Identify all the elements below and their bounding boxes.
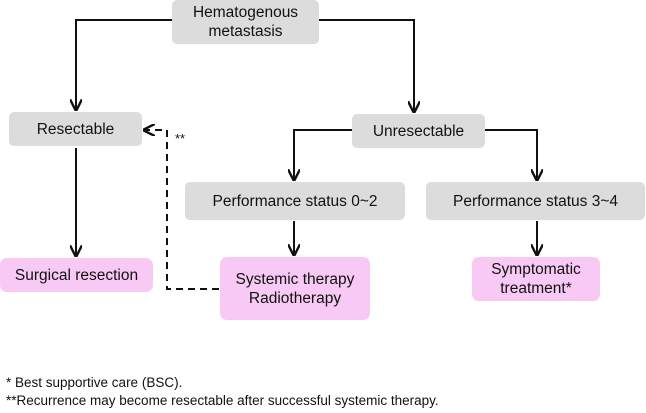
ps-3-4-label: Performance status 3~4 xyxy=(453,192,618,210)
dashed-recurrence-arrow xyxy=(144,130,219,290)
arrow-unresectable-to-ps-0-2 xyxy=(294,129,352,180)
hematogenous-metastasis-node: Hematogenous metastasis xyxy=(172,0,319,44)
surgical-resection-label: Surgical resection xyxy=(14,266,139,284)
systemic-line-1: Systemic therapy xyxy=(235,270,355,288)
systemic-therapy-node: Systemic therapy Radiotherapy xyxy=(220,257,370,320)
hematogenous-line-1: Hematogenous xyxy=(192,4,299,21)
symptomatic-treatment-node: Symptomatic treatment* xyxy=(472,257,600,301)
resectable-label: Resectable xyxy=(36,120,115,138)
unresectable-node: Unresectable xyxy=(352,114,485,148)
performance-status-0-2-node: Performance status 0~2 xyxy=(185,182,405,220)
footnote-bsc: * Best supportive care (BSC). xyxy=(6,375,183,390)
recurrence-marker: ** xyxy=(175,131,186,146)
systemic-line-2: Radiotherapy xyxy=(248,289,342,307)
surgical-resection-node: Surgical resection xyxy=(0,258,153,292)
symptomatic-line-1: Symptomatic xyxy=(491,261,581,278)
ps-0-2-label: Performance status 0~2 xyxy=(212,192,378,210)
arrow-unresectable-to-ps-3-4 xyxy=(485,129,537,180)
resectable-node: Resectable xyxy=(9,112,142,146)
unresectable-label: Unresectable xyxy=(372,122,465,140)
arrow-hematogenous-to-unresectable xyxy=(318,19,414,112)
symptomatic-line-2: treatment* xyxy=(500,280,572,297)
arrow-hematogenous-to-resectable xyxy=(76,19,172,110)
footnote-recurrence: **Recurrence may become resectable after… xyxy=(6,393,439,408)
performance-status-3-4-node: Performance status 3~4 xyxy=(426,182,645,220)
hematogenous-line-2: metastasis xyxy=(208,23,283,40)
